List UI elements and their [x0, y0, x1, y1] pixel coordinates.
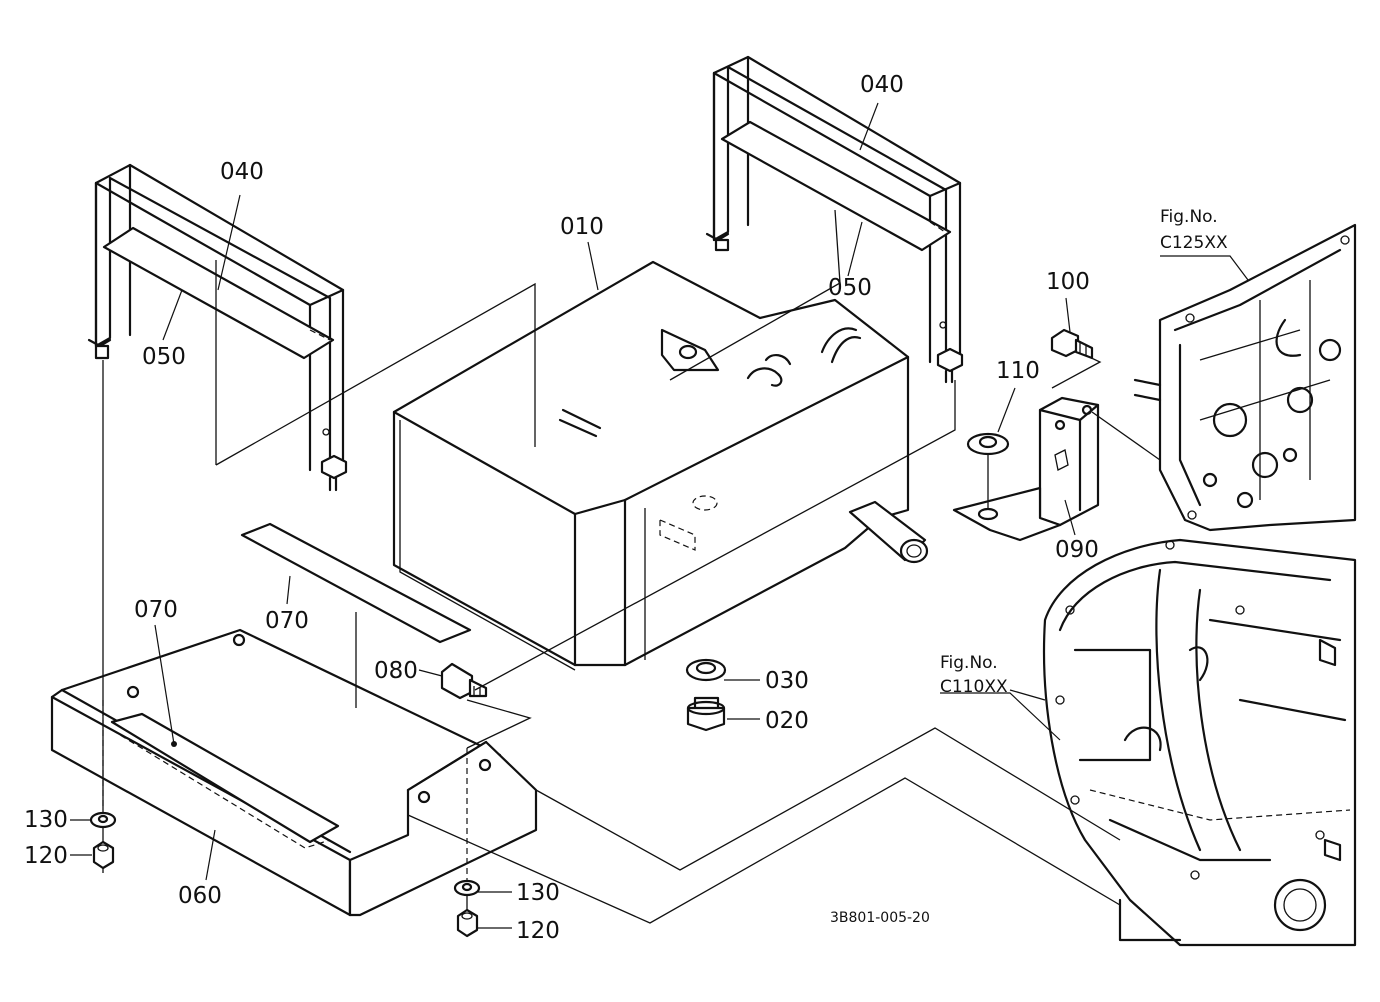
washer-110 [966, 432, 1010, 456]
bracket-090 [952, 396, 1100, 542]
fig-ref-c125xx-line2: C125XX [1160, 233, 1228, 253]
plug-020-washer-030 [685, 658, 727, 732]
label-090: 090 [1055, 537, 1099, 563]
washer-130-left [89, 811, 117, 829]
label-070-strip: 070 [265, 608, 309, 634]
label-040-right: 040 [860, 72, 904, 98]
label-010: 010 [560, 214, 604, 240]
bracket-040-right [705, 55, 964, 384]
label-020: 020 [765, 708, 809, 734]
label-080: 080 [374, 658, 418, 684]
bolt-100 [1050, 328, 1094, 360]
label-060: 060 [178, 883, 222, 909]
fuel-tank-010 [392, 260, 929, 671]
label-130-right: 130 [516, 880, 560, 906]
fig-ref-c125xx-line1: Fig.No. [1160, 207, 1218, 227]
fig-ref-c110xx-line2: C110XX [940, 677, 1008, 697]
label-130-left: 130 [24, 807, 68, 833]
label-040-left: 040 [220, 159, 264, 185]
label-110: 110 [996, 358, 1040, 384]
label-100: 100 [1046, 269, 1090, 295]
label-120-left: 120 [24, 843, 68, 869]
fig-ref-c110xx-line1: Fig.No. [940, 653, 998, 673]
drawing-code: 3B801-005-20 [830, 910, 930, 926]
fitting-080 [440, 662, 488, 700]
gear-case-c125xx [1133, 223, 1357, 532]
support-tray-060 [50, 628, 538, 917]
assembly-lines [102, 209, 1161, 924]
label-030: 030 [765, 668, 809, 694]
bracket-040-left [87, 163, 348, 492]
clutch-housing-c110xx [1042, 538, 1357, 947]
strip-070 [240, 522, 472, 644]
label-070-plate: 070 [134, 597, 178, 623]
label-120-right: 120 [516, 918, 560, 944]
leader-lines [70, 102, 1249, 929]
washer-130-right [453, 879, 481, 897]
nut-120-right [456, 908, 479, 938]
label-050-left: 050 [142, 344, 186, 370]
label-050-right: 050 [828, 275, 872, 301]
nut-120-left [92, 840, 115, 870]
